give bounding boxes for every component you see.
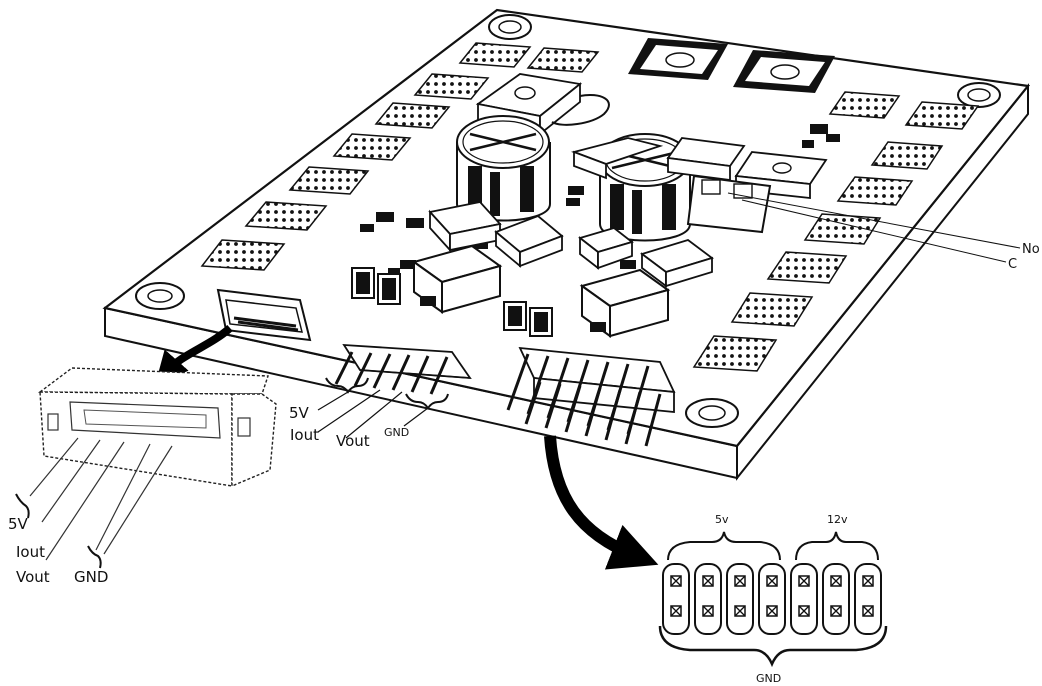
- board-label-iout: Iout: [290, 426, 319, 444]
- thermal-pad-icon: [836, 176, 914, 206]
- thermal-pad-icon: [244, 201, 328, 231]
- pin-column: [758, 563, 786, 635]
- thermal-pads-left: [200, 42, 600, 271]
- jst-connector-detail: [29, 367, 277, 561]
- relay-block: [571, 137, 828, 200]
- jst-connector-icon: [216, 288, 312, 342]
- capacitor-icon: [456, 115, 551, 222]
- board-label-gnd: GND: [384, 426, 409, 439]
- board-header-annotations: 5V Iout Vout GND: [289, 377, 449, 450]
- pin-column: [854, 563, 882, 635]
- thermal-pad-icon: [766, 251, 848, 284]
- board-label-5v: 5V: [289, 404, 310, 422]
- brace-icon: [667, 531, 781, 561]
- pin-column: [694, 563, 722, 635]
- thermal-pad-icon: [904, 101, 980, 130]
- relay-label-c: C: [1008, 257, 1017, 272]
- pin-column: [822, 563, 850, 635]
- thermal-pad-icon: [374, 102, 451, 129]
- power-header-detail: 5v 12v: [658, 513, 888, 685]
- capacitor-icon: [599, 133, 691, 242]
- smd-parts: [360, 124, 840, 276]
- power-label-5v: 5v: [715, 513, 729, 526]
- thermal-pad-icon: [870, 141, 944, 170]
- power-pin-header-icon: [506, 346, 676, 447]
- power-label-gnd: GND: [756, 672, 781, 685]
- top-square-pad: [733, 50, 835, 93]
- brace-icon: [15, 493, 30, 519]
- thermal-pad-icon: [692, 335, 778, 372]
- relay-label-no: No: [1022, 242, 1040, 257]
- board-top-face: [102, 8, 1031, 448]
- pin-column: [790, 563, 818, 635]
- brace-icon: [795, 531, 879, 561]
- curved-arrow-icon: [544, 435, 659, 570]
- inductor-icon: [578, 227, 634, 270]
- thermal-pad-icon: [730, 292, 814, 327]
- diode-pair: [351, 267, 553, 337]
- mounting-hole-icon: [685, 398, 739, 428]
- thermal-pads-right: [692, 91, 980, 372]
- brace-icon: [87, 545, 102, 569]
- thermal-pad-icon: [458, 42, 532, 68]
- thermal-pad-icon: [288, 166, 370, 195]
- brace-icon: [658, 625, 888, 668]
- curved-arrow-icon: [155, 324, 233, 384]
- side-label-iout: Iout: [16, 543, 45, 561]
- mounting-hole-icon: [135, 282, 185, 310]
- inductor-icon: [428, 201, 502, 253]
- side-label-gnd: GND: [74, 568, 108, 586]
- pin-column: [662, 563, 690, 635]
- pcb-board: [102, 8, 1031, 481]
- power-label-12v: 12v: [827, 513, 848, 526]
- relay-connector: [686, 174, 772, 234]
- side-label-vout: Vout: [16, 568, 50, 586]
- side-connector-annotations: 5V Iout Vout GND: [8, 493, 108, 586]
- thermal-pad-icon: [332, 133, 412, 161]
- side-label-5v: 5V: [8, 515, 29, 533]
- inductor-icon: [579, 268, 671, 338]
- thermal-pad-icon: [526, 47, 600, 73]
- mounting-hole-icon: [488, 14, 532, 40]
- inductor-icon: [640, 239, 714, 288]
- thermal-pad-icon: [803, 213, 882, 245]
- board-label-vout: Vout: [336, 432, 370, 450]
- mounting-hole-icon: [957, 82, 1001, 108]
- pin-header-icon: [334, 343, 472, 395]
- thermal-pad-icon: [828, 91, 901, 119]
- thermal-pad-icon: [413, 73, 490, 100]
- top-square-pad: [628, 38, 728, 80]
- thermal-pad-icon: [200, 239, 286, 271]
- inductor-icon: [494, 214, 564, 268]
- pin-column: [726, 563, 754, 635]
- inductor-icon: [411, 244, 503, 314]
